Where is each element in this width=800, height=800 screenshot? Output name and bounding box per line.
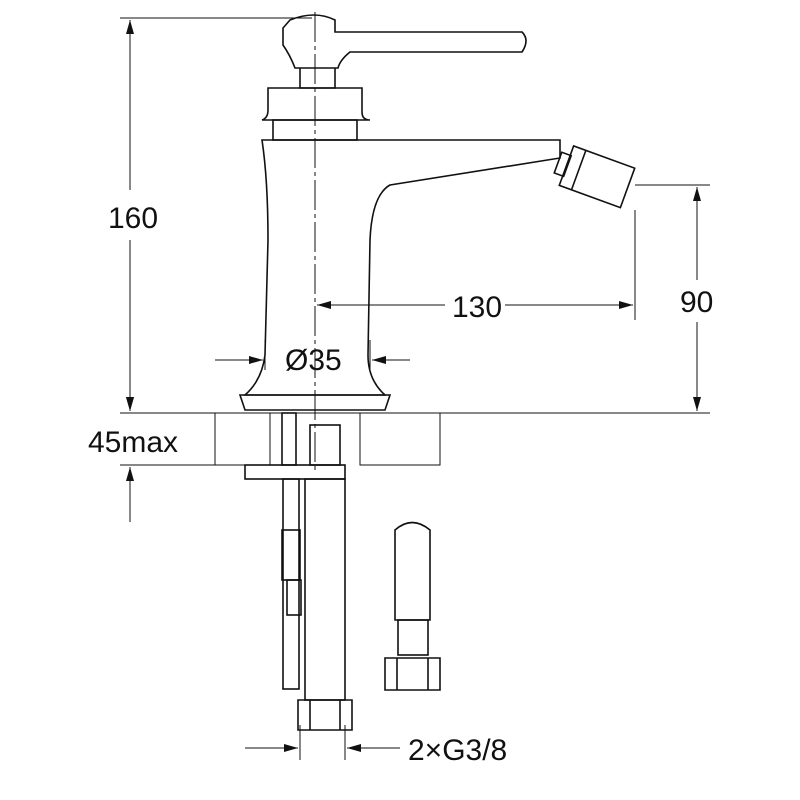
mounting-hardware (244, 412, 346, 690)
faucet-body (238, 14, 636, 411)
height-label: 160 (108, 202, 158, 235)
reach-label: 130 (452, 291, 502, 324)
extension-lines (120, 12, 710, 760)
diameter-label: Ø35 (285, 344, 342, 377)
counter-thickness-label: 45max (88, 426, 178, 459)
countertop (120, 412, 441, 466)
spout-height-label: 90 (680, 286, 713, 319)
dimension-lines (126, 20, 701, 752)
connection-label: 2×G3/8 (408, 734, 507, 767)
hose-left (297, 478, 353, 731)
hose-right (384, 521, 441, 691)
